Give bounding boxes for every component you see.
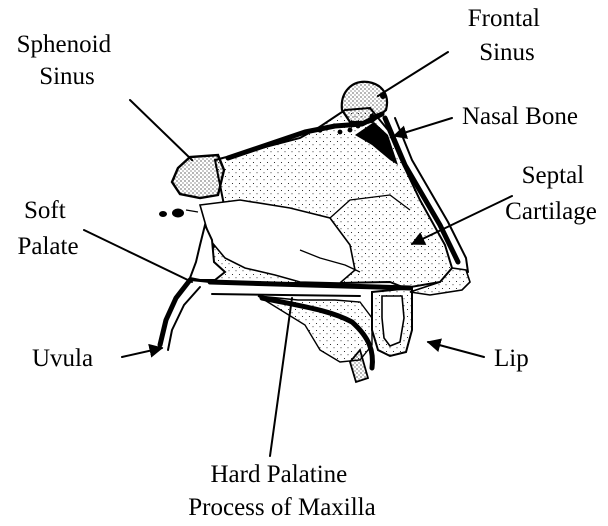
nasal-septum-region	[190, 108, 452, 288]
label-soft-palate: Soft Palate	[17, 197, 78, 260]
label-nasal-bone: Nasal Bone	[462, 103, 578, 130]
hard-palate	[258, 296, 372, 382]
leader-soft-palate	[84, 230, 192, 282]
leader-hard-palatine	[270, 298, 292, 456]
leader-uvula	[122, 348, 162, 357]
label-hard-palatine: Hard Palatine Process of Maxilla	[188, 461, 375, 521]
label-septal-cartilage: Septal Cartilage	[505, 162, 597, 225]
leader-lip	[428, 342, 484, 357]
label-frontal-sinus: Frontal Sinus	[468, 5, 546, 66]
leader-frontal	[378, 52, 448, 96]
leader-nasal-bone	[394, 118, 452, 136]
leader-sphenoid	[130, 100, 192, 160]
label-lip: Lip	[494, 345, 529, 372]
upper-lip	[372, 288, 412, 356]
label-uvula: Uvula	[32, 345, 93, 372]
label-sphenoid-sinus: Sphenoid Sinus	[17, 31, 118, 90]
